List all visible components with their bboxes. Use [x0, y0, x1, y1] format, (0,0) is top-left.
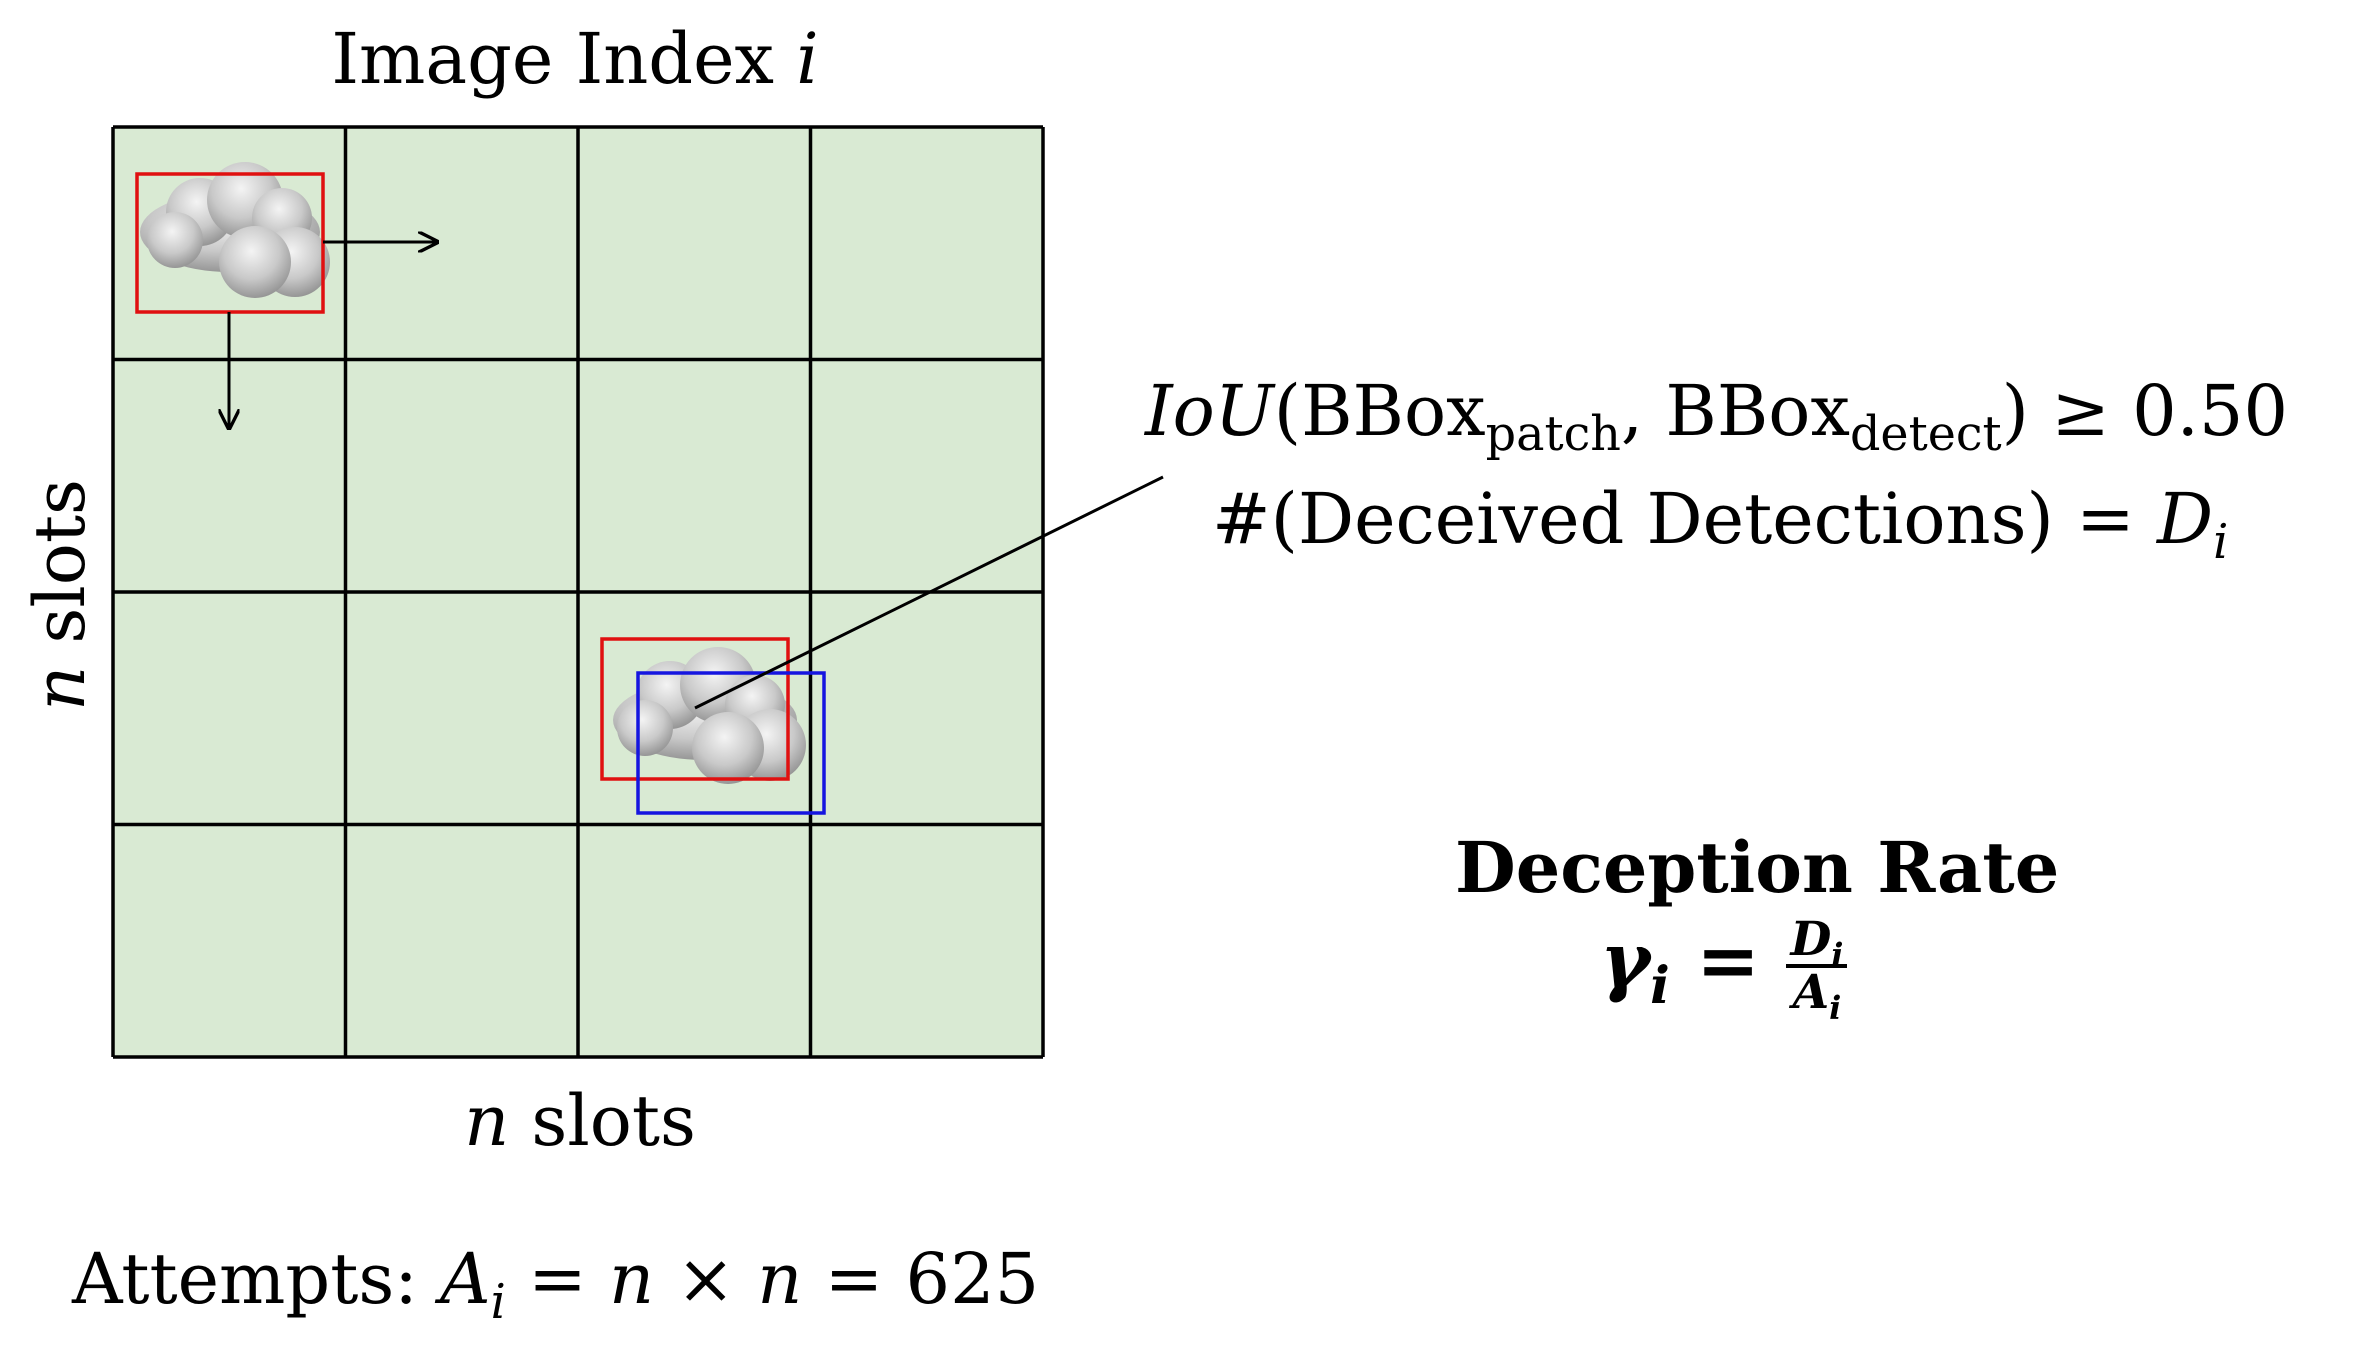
iou-callout-line — [694, 475, 1164, 710]
patch-bounding-box — [600, 637, 790, 781]
grid-lines — [111, 125, 1045, 1059]
title-text: Image Index — [331, 18, 797, 100]
detection-bounding-box — [636, 671, 826, 815]
y-axis-label: n slots — [19, 479, 101, 711]
deceived-var-sub: i — [2213, 515, 2229, 571]
attempts-var-sub: i — [490, 1275, 506, 1331]
diagram-title: Image Index i — [0, 18, 1150, 100]
deceived-var: D — [2157, 478, 2214, 560]
y-axis-var: n — [19, 665, 101, 711]
rate-num-sub: i — [1831, 935, 1844, 974]
y-axis-text: slots — [19, 479, 101, 666]
attempts-label: Attempts: — [72, 1238, 441, 1320]
attempts-eq: = — [505, 1238, 610, 1320]
iou-condition: IoU(BBoxpatch, BBoxdetect) ≥ 0.50 — [1145, 370, 2288, 463]
rate-num-var: D — [1790, 912, 1832, 967]
attempts-formula: Attempts: Ai = n × n = 625 — [72, 1238, 1040, 1327]
attempts-times: × — [654, 1238, 758, 1320]
iou-relation: ≥ 0.50 — [2051, 370, 2288, 452]
rate-denominator: Ai — [1786, 965, 1847, 1024]
rate-symbol-sub: i — [1650, 955, 1670, 1016]
x-axis-var: n — [464, 1080, 510, 1162]
x-axis-label: n slots — [0, 1080, 1160, 1162]
attempts-n2: n — [757, 1238, 803, 1320]
rate-numerator: Di — [1786, 912, 1848, 970]
deception-rate-title: Deception Rate — [1455, 826, 2060, 909]
title-index-var: i — [796, 18, 819, 100]
attempts-result: = 625 — [802, 1238, 1040, 1320]
iou-arg1-sub: patch — [1485, 407, 1621, 463]
x-axis-text: slots — [509, 1080, 696, 1162]
rate-equals: = — [1696, 915, 1760, 1005]
iou-arg2: BBox — [1665, 370, 1850, 452]
deceived-detections: #(Deceived Detections) = Di — [1212, 478, 2228, 567]
rate-den-sub: i — [1829, 988, 1842, 1027]
attempts-n1: n — [609, 1238, 655, 1320]
iou-arg2-sub: detect — [1849, 407, 2002, 463]
iou-arg1: BBox — [1301, 370, 1486, 452]
cloud-patch-icon — [140, 162, 330, 298]
attempts-var: A — [440, 1238, 491, 1320]
rate-den-var: A — [1792, 965, 1830, 1021]
rate-symbol: γ — [1600, 915, 1651, 1005]
iou-func: IoU — [1145, 370, 1274, 452]
deceived-text: #(Deceived Detections) = — [1212, 478, 2157, 560]
